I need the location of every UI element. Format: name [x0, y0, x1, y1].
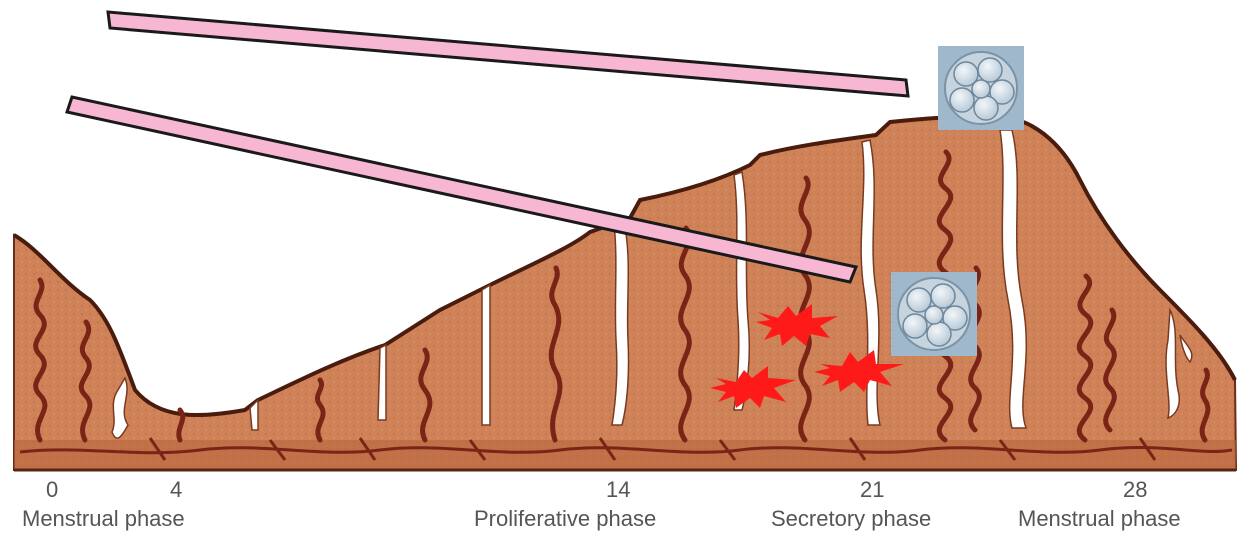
day-label-4: 4 [170, 479, 182, 501]
embryo-icon [891, 272, 977, 356]
embryo-icon [938, 46, 1024, 130]
phase-label-secretory: Secretory phase [771, 508, 931, 530]
day-label-21: 21 [860, 479, 884, 501]
phase-label-proliferative: Proliferative phase [474, 508, 656, 530]
basal-layer [14, 440, 1236, 470]
pointer-bar-upper [108, 12, 908, 96]
phase-label-menstrual-start: Menstrual phase [22, 508, 185, 530]
day-label-28: 28 [1123, 479, 1147, 501]
day-label-14: 14 [606, 479, 630, 501]
day-label-0: 0 [46, 479, 58, 501]
phase-label-menstrual-end: Menstrual phase [1018, 508, 1181, 530]
